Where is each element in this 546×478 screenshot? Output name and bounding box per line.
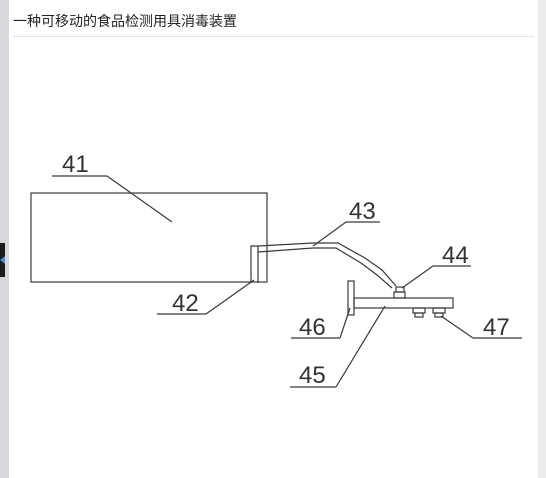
label-43: 43 xyxy=(349,198,376,225)
foot-1 xyxy=(412,307,426,314)
label-47: 47 xyxy=(483,314,510,341)
chevron-left-icon[interactable] xyxy=(0,256,5,264)
leader-41 xyxy=(106,175,173,223)
tank-box xyxy=(30,192,268,283)
label-41: 41 xyxy=(62,151,89,178)
leader-47 xyxy=(440,315,474,339)
scrollbar-track[interactable] xyxy=(538,0,546,478)
foot-1-base xyxy=(414,312,424,318)
foot-2-base xyxy=(434,312,444,318)
foot-2 xyxy=(432,307,446,314)
pipe-outer xyxy=(257,242,397,287)
label-42: 42 xyxy=(172,290,199,317)
leader-45 xyxy=(335,305,386,388)
outlet-tube xyxy=(250,245,259,283)
left-panel-edge xyxy=(0,0,9,478)
label-44: 44 xyxy=(442,242,469,269)
leader-44 xyxy=(401,265,434,289)
platform xyxy=(353,297,454,309)
leader-43 xyxy=(312,221,347,247)
leader-42 xyxy=(205,279,255,315)
pipe-inner xyxy=(257,247,393,289)
label-46: 46 xyxy=(299,314,326,341)
leader-46 xyxy=(339,307,351,339)
nozzle-body xyxy=(393,291,406,299)
label-45: 45 xyxy=(299,362,326,389)
page-title: 一种可移动的食品检测用具消毒装置 xyxy=(13,14,237,30)
page-header: 一种可移动的食品检测用具消毒装置 xyxy=(13,0,534,37)
